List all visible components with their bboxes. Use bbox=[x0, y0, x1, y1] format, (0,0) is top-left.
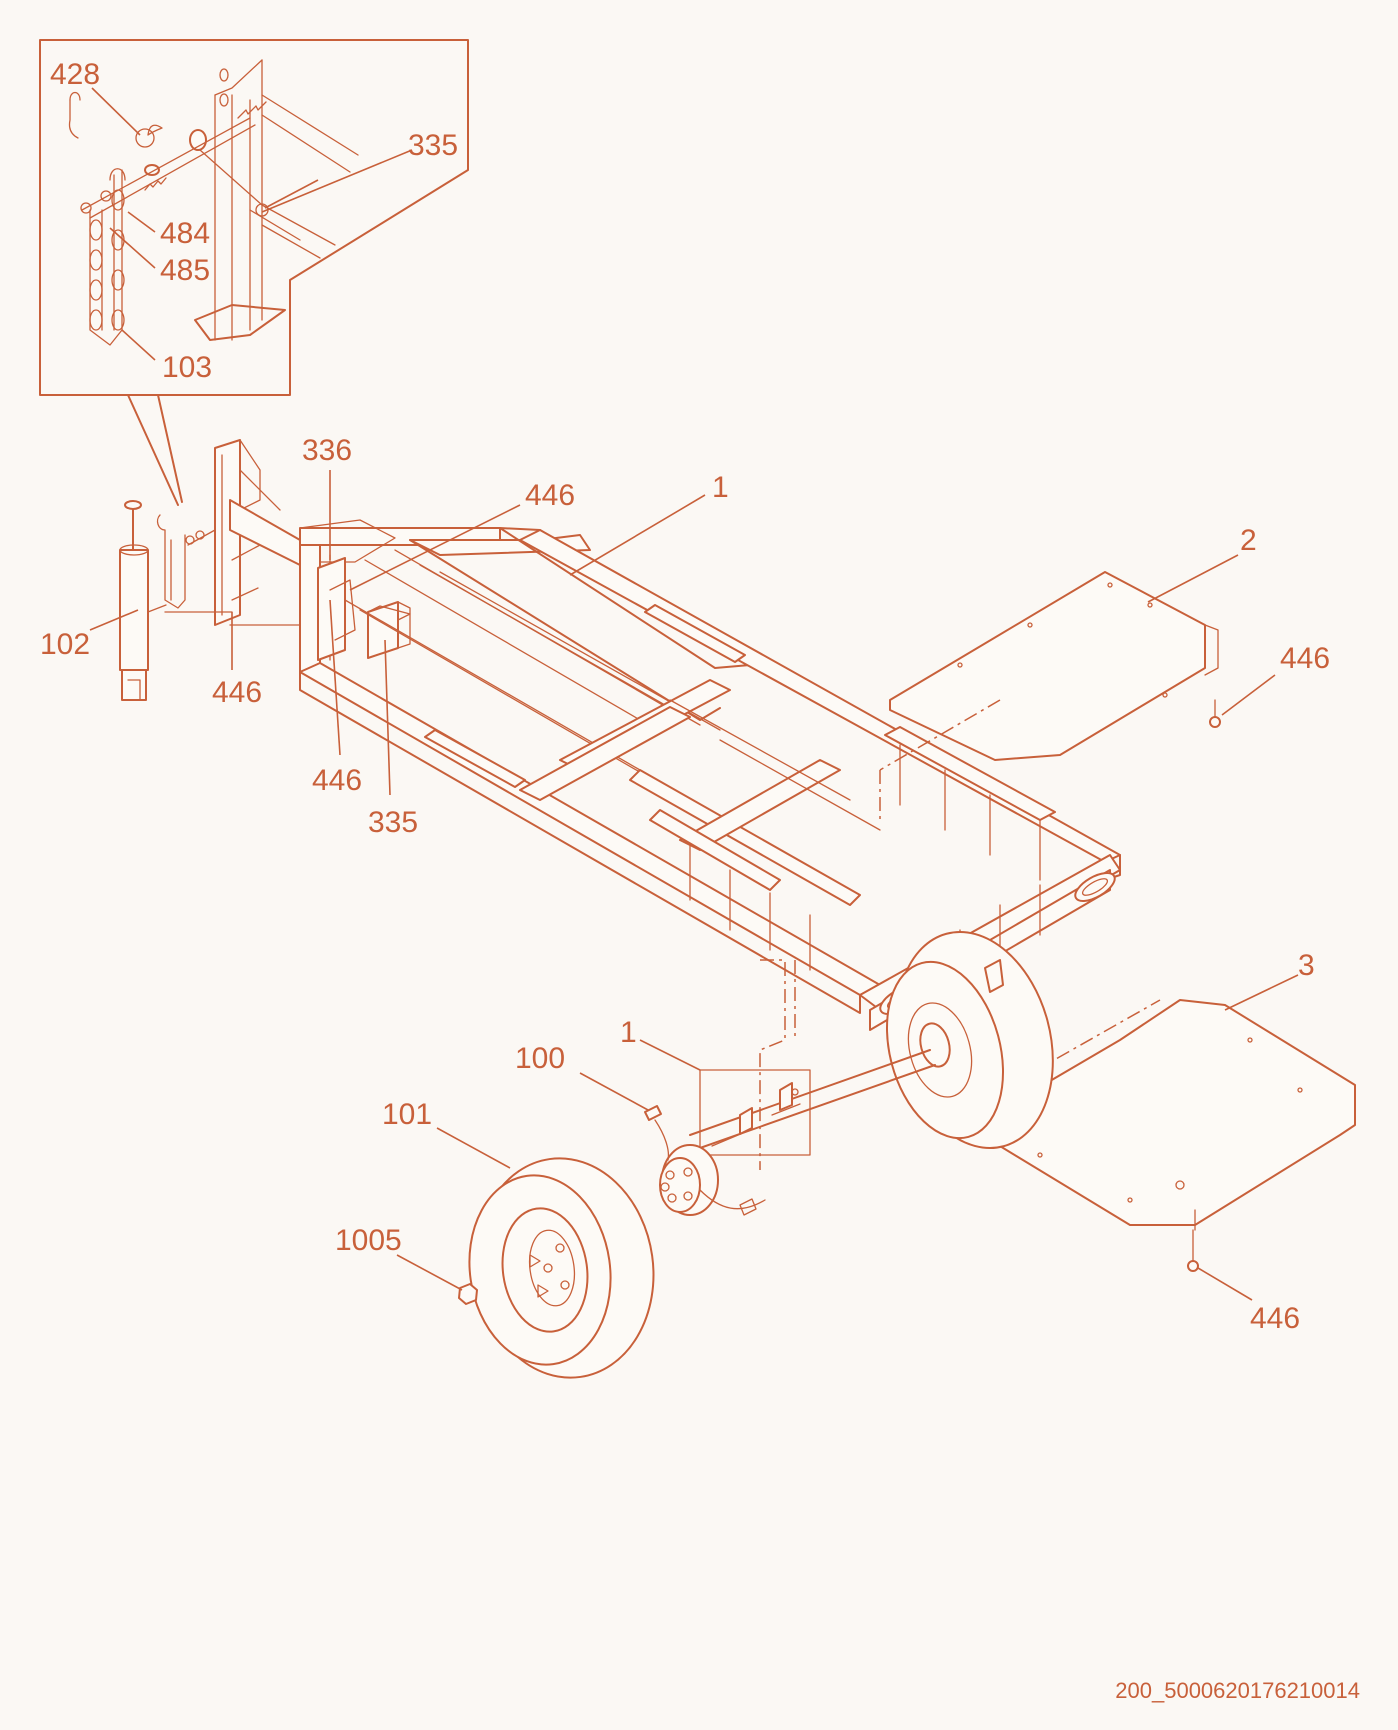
jack-post-detail bbox=[194, 59, 359, 341]
jack-chain bbox=[156, 514, 216, 609]
tongue-jack bbox=[119, 500, 167, 701]
callout-335-inset: 335 bbox=[408, 129, 458, 162]
hub-and-brake bbox=[644, 1105, 766, 1216]
callout-428: 428 bbox=[50, 58, 100, 91]
callout-103: 103 bbox=[162, 351, 212, 384]
deck-panel-2 bbox=[879, 571, 1221, 820]
callout-102: 102 bbox=[40, 628, 90, 661]
callout-446-right: 446 bbox=[1280, 642, 1330, 675]
callout-336: 336 bbox=[302, 434, 352, 467]
rear-right-wheel bbox=[885, 930, 1054, 1150]
leader-lines bbox=[89, 87, 1299, 1301]
callout-labels: 428 335 484 485 103 336 446 1 2 446 102 … bbox=[40, 58, 1330, 1335]
callout-100: 100 bbox=[515, 1042, 565, 1075]
safety-chain bbox=[80, 168, 126, 346]
detail-inset bbox=[39, 39, 469, 506]
callout-446-top: 446 bbox=[525, 479, 575, 512]
callout-446-jack: 446 bbox=[212, 676, 262, 709]
callout-1-axle: 1 bbox=[620, 1016, 637, 1049]
callout-484: 484 bbox=[160, 217, 210, 250]
callout-3: 3 bbox=[1298, 949, 1315, 982]
callout-2: 2 bbox=[1240, 524, 1257, 557]
callout-446-mid: 446 bbox=[312, 764, 362, 797]
callout-485: 485 bbox=[160, 254, 210, 287]
lug-nut bbox=[458, 1283, 478, 1305]
axle-hardware-box bbox=[699, 1069, 811, 1156]
callout-101: 101 bbox=[382, 1098, 432, 1131]
callout-1005: 1005 bbox=[335, 1224, 402, 1257]
pin-and-chain-detail bbox=[68, 91, 263, 346]
drawing-number: 200_5000620176210014 bbox=[1115, 1678, 1360, 1703]
front-left-wheel bbox=[468, 1157, 655, 1379]
callout-1-frame: 1 bbox=[712, 471, 729, 504]
callout-446-bottom: 446 bbox=[1250, 1302, 1300, 1335]
callout-335-mid: 335 bbox=[368, 806, 418, 839]
